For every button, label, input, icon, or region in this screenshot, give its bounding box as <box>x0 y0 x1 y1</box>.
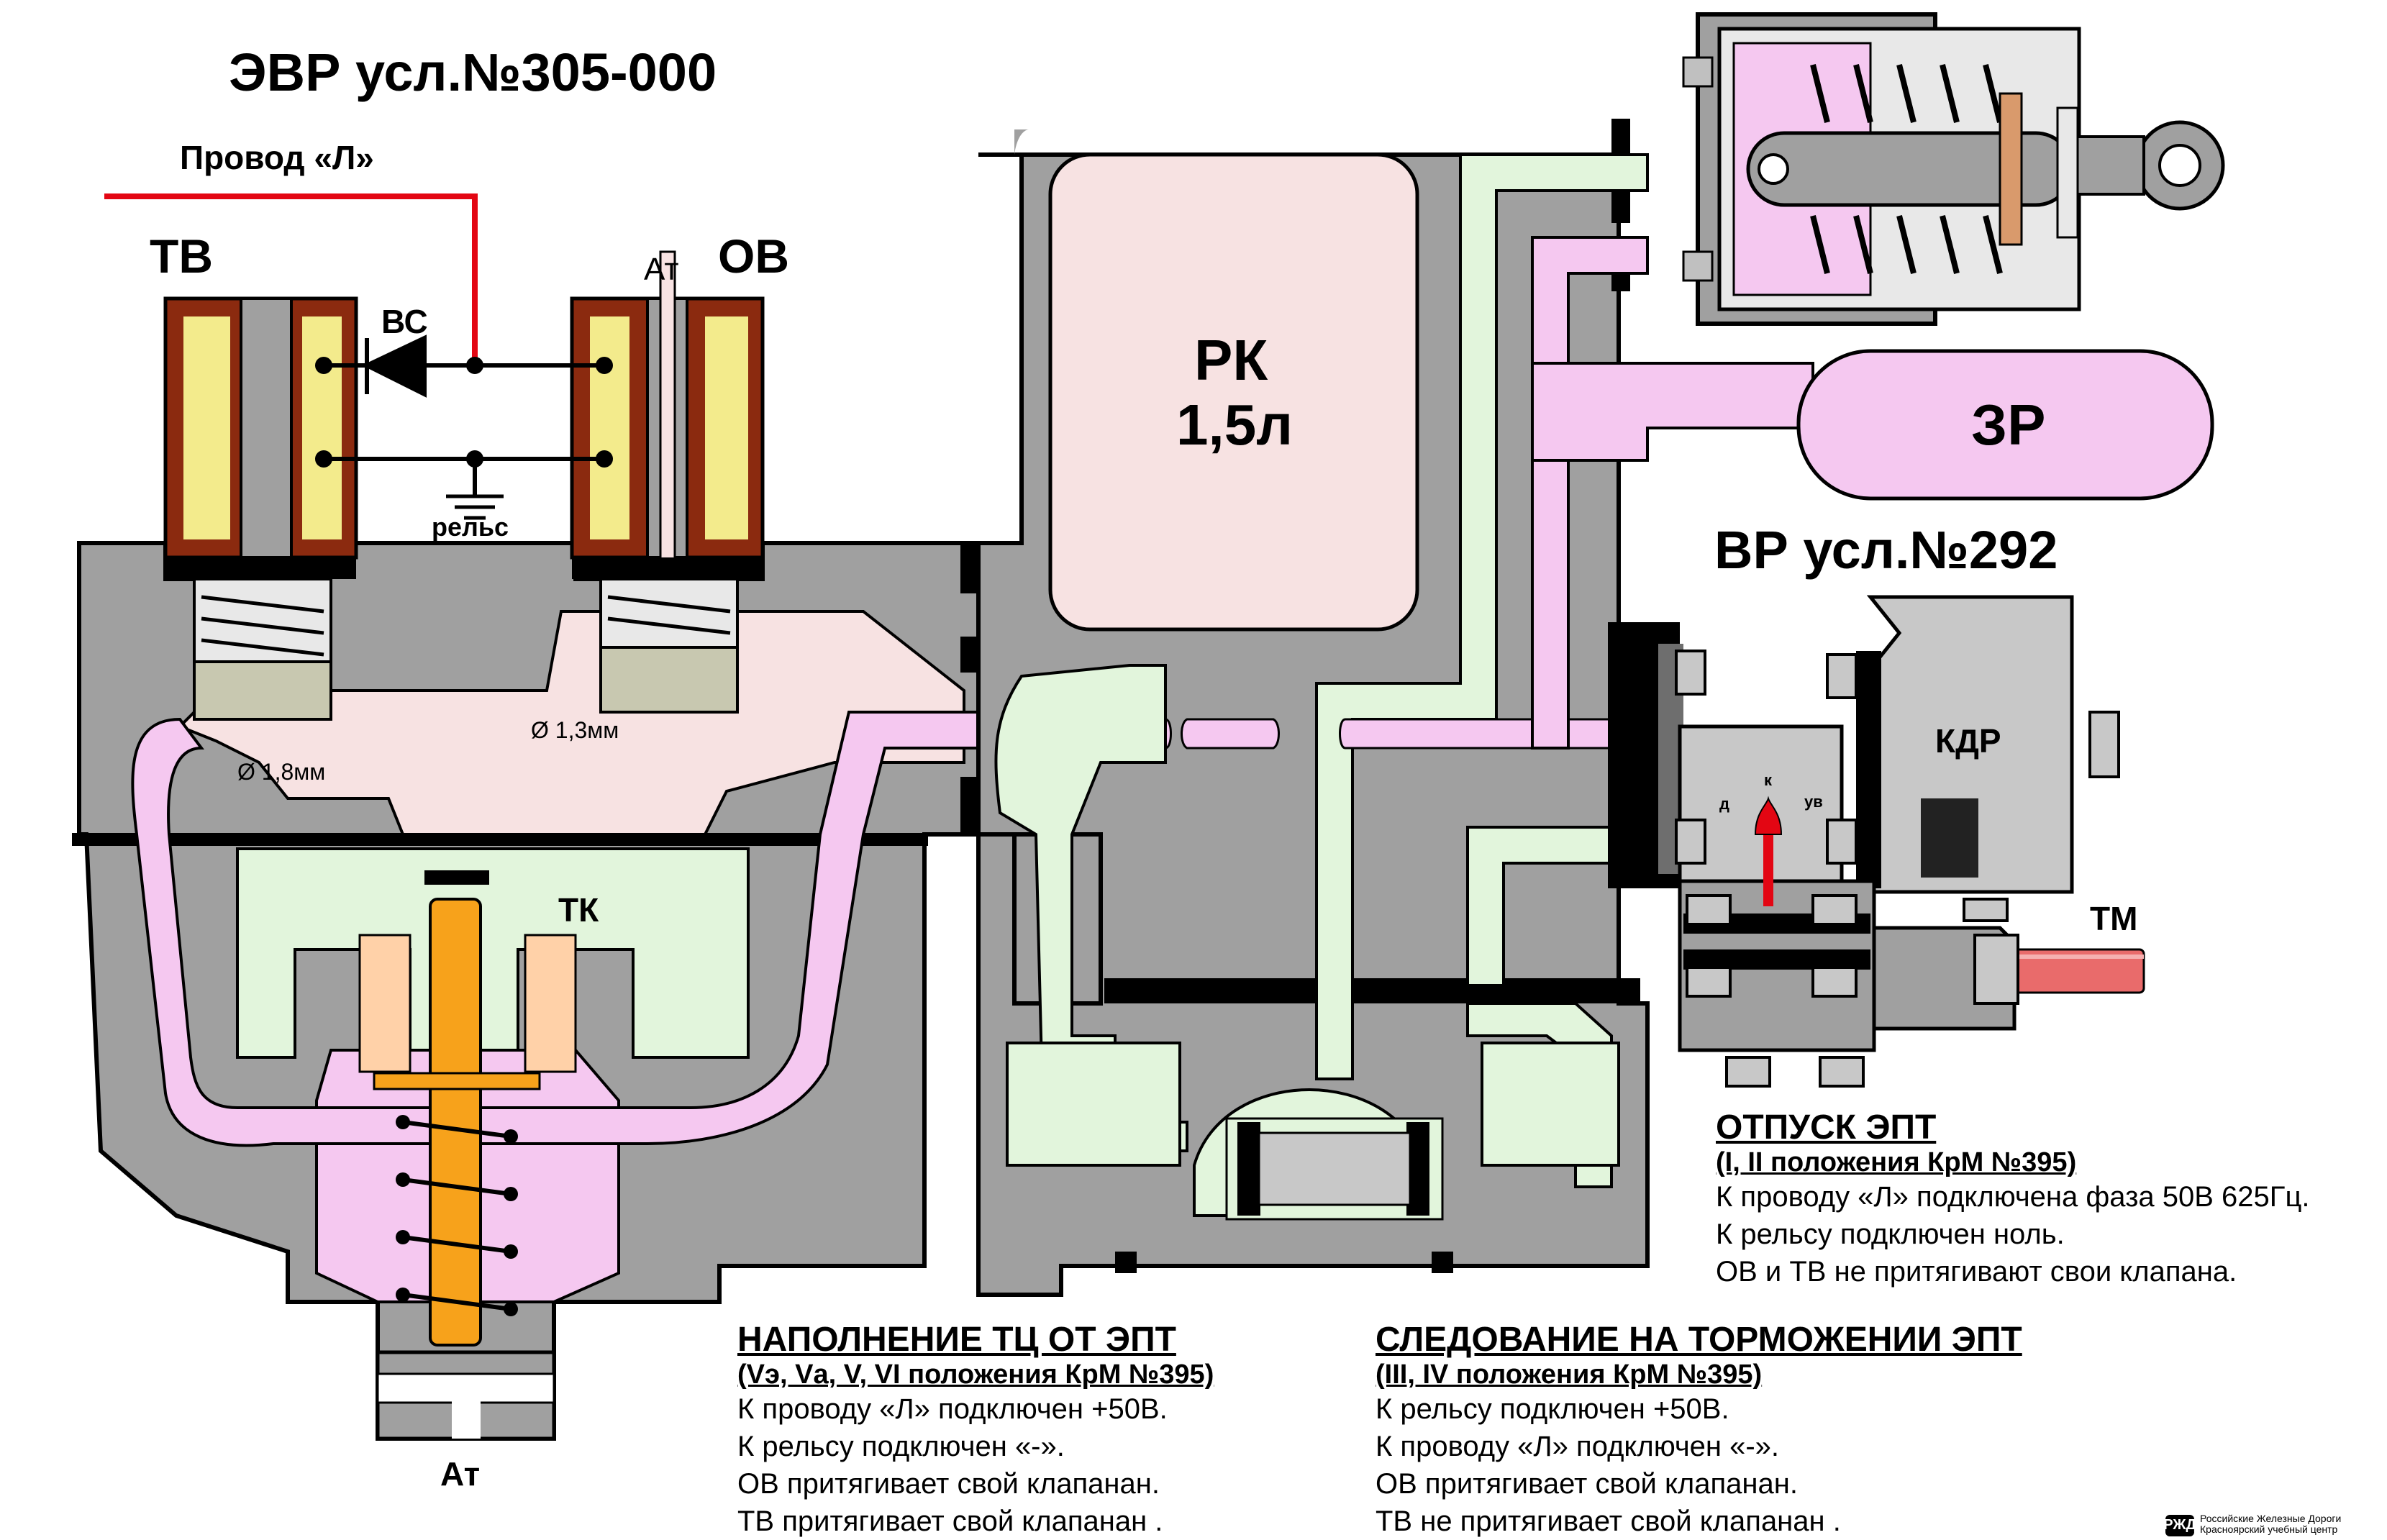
section-release-line: ОВ и ТВ не притягивают свои клапана. <box>1716 1256 2237 1288</box>
rzd-logo-text: Российские Железные Дороги Красноярский … <box>2200 1513 2341 1538</box>
evr-body <box>72 541 1138 1441</box>
tk-spring <box>402 1120 512 1311</box>
at-outlet-hole <box>452 1395 481 1439</box>
section-following-title: СЛЕДОВАНИЕ НА ТОРМОЖЕНИИ ЭПТ <box>1376 1321 2022 1359</box>
evr-title: ЭВР усл.№305-000 <box>229 42 717 102</box>
rk-volume-label: 1,5л <box>1176 393 1293 457</box>
central-body <box>960 119 1650 1297</box>
wire-label: Провод «Л» <box>180 139 374 176</box>
section-release-subtitle: (I, II положения КрМ №395) <box>1716 1147 2077 1177</box>
tk-seal-right <box>524 934 577 1073</box>
section-following-line: ОВ притягивает свой клапанан. <box>1376 1468 1798 1500</box>
diameter-13-label: Ø 1,3мм <box>531 717 619 743</box>
at-bottom-label: Ат <box>440 1455 481 1493</box>
tv-label: ТВ <box>150 229 213 283</box>
vs-label: ВС <box>381 303 428 340</box>
tk-washer <box>373 1072 541 1090</box>
section-following-subtitle: (III, IV положения КрМ №395) <box>1376 1359 1763 1390</box>
section-filling-line: К проводу «Л» подключен +50В. <box>737 1393 1168 1425</box>
tk-seal-left <box>358 934 412 1073</box>
rk-label: РК <box>1194 328 1268 392</box>
kdr-position-uv: ув <box>1804 793 1823 811</box>
section-filling-title: НАПОЛНЕНИЕ ТЦ ОТ ЭПТ <box>737 1321 1176 1359</box>
diameter-18-label: Ø 1,8мм <box>237 759 326 785</box>
ov-label: ОВ <box>718 229 789 283</box>
tk-stem <box>429 898 482 1347</box>
coil-tv <box>163 296 358 721</box>
brake-cylinder <box>1682 12 2225 326</box>
section-filling-line: К рельсу подключен «-». <box>737 1431 1065 1462</box>
vr-292 <box>1608 595 2145 1088</box>
rzd-logo-line1: Российские Железные Дороги <box>2200 1513 2342 1524</box>
coil-ov <box>570 250 765 714</box>
kdr-position-k: к <box>1764 771 1773 789</box>
tk-seat <box>424 870 489 885</box>
section-filling: НАПОЛНЕНИЕ ТЦ ОТ ЭПТ (Vэ, Vа, V, VI поло… <box>737 1320 1214 1540</box>
tm-label: ТМ <box>2090 900 2138 937</box>
section-filling-line: ТВ притягивает свой клапанан . <box>737 1505 1163 1537</box>
rzd-logo-line2: Красноярский учебный центр <box>2200 1523 2338 1535</box>
section-release-title: ОТПУСК ЭПТ <box>1716 1108 1937 1147</box>
rail-label: рельс <box>432 512 509 542</box>
rk-reservoir <box>1048 152 1419 632</box>
zr-label: ЗР <box>1971 393 2046 457</box>
spring-dots <box>396 1115 518 1316</box>
ground-symbol <box>446 494 504 520</box>
section-filling-line: ОВ притягивает свой клапанан. <box>737 1468 1160 1500</box>
kdr-position-d: д <box>1719 795 1729 813</box>
diode-vs <box>362 334 427 398</box>
kdr-label: КДР <box>1935 722 2001 760</box>
section-release-line: К проводу «Л» подключена фаза 50В 625Гц. <box>1716 1181 2310 1213</box>
section-following-line: К проводу «Л» подключен «-». <box>1376 1431 1780 1462</box>
evr-gasket <box>72 833 928 846</box>
section-following-line: ТВ не притягивает свой клапанан . <box>1376 1505 1841 1537</box>
rzd-logo-icon: РЖД <box>2163 1514 2196 1536</box>
tk-label: ТК <box>558 891 599 929</box>
section-release: ОТПУСК ЭПТ (I, II положения КрМ №395) К … <box>1716 1108 2309 1290</box>
pink-loop-channel <box>131 711 1138 1147</box>
rzd-logo: РЖД Российские Железные Дороги Красноярс… <box>2163 1512 2387 1539</box>
section-release-line: К рельсу подключен ноль. <box>1716 1218 2065 1250</box>
section-following: СЛЕДОВАНИЕ НА ТОРМОЖЕНИИ ЭПТ (III, IV по… <box>1376 1320 2022 1540</box>
piston-left <box>1237 1122 1260 1216</box>
zr-reservoir <box>1796 349 2214 501</box>
section-filling-subtitle: (Vэ, Vа, V, VI положения КрМ №395) <box>737 1359 1214 1390</box>
vr-title: ВР усл.№292 <box>1714 520 2058 580</box>
wire-l <box>104 193 478 365</box>
section-following-line: К рельсу подключен +50В. <box>1376 1393 1729 1425</box>
at-top-label: Ат <box>644 252 679 287</box>
wiring <box>104 193 613 520</box>
